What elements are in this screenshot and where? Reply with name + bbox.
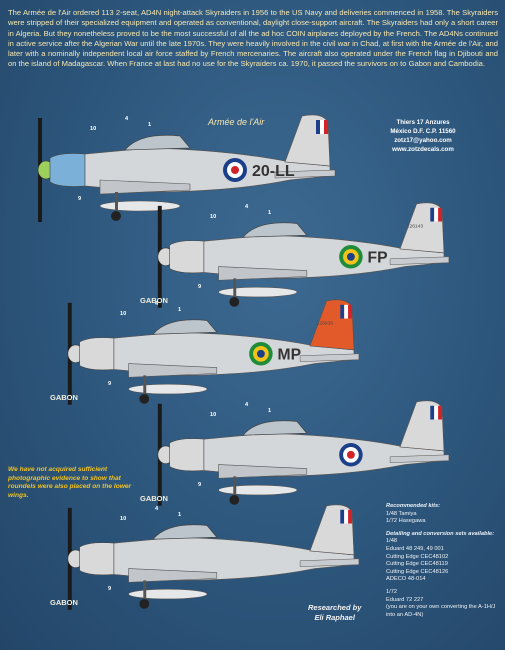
aircraft-code: 20-LL bbox=[252, 163, 295, 180]
scale-label: 1/72 bbox=[386, 588, 398, 595]
stabilizer bbox=[389, 256, 450, 265]
credit-block: Researched by Eli Raphael bbox=[308, 603, 361, 622]
wheel bbox=[229, 296, 240, 307]
contact-block: Thiers 17 Anzures México D.F. C.P. 11560… bbox=[368, 118, 478, 154]
marking-callout: 10 bbox=[120, 516, 127, 522]
marking-callout: 4 bbox=[245, 204, 249, 210]
marking-callout: 10 bbox=[210, 412, 217, 418]
drop-tank bbox=[218, 286, 298, 298]
credit-name: Eli Raphael bbox=[314, 612, 355, 622]
marking-callout: 9 bbox=[198, 284, 202, 290]
marking-callout: 1 bbox=[178, 307, 182, 313]
marking-callout: 9 bbox=[78, 196, 82, 202]
landing-gear bbox=[233, 476, 237, 498]
stabilizer bbox=[274, 169, 336, 179]
wing bbox=[128, 363, 218, 378]
cowling bbox=[49, 153, 86, 187]
wheel bbox=[111, 211, 121, 221]
wheel bbox=[139, 393, 150, 404]
kit-item: 1/48 Tamiya bbox=[386, 510, 417, 517]
cowling bbox=[79, 542, 115, 576]
cowling bbox=[169, 240, 205, 274]
skyraider-profile: MP 126935 bbox=[67, 299, 360, 405]
detail-item: Eduard 48 249, 49 001 bbox=[386, 545, 444, 552]
contact-website: www.zotzdecals.com bbox=[392, 146, 454, 153]
marking-callout: 1 bbox=[178, 512, 182, 518]
contact-city: México D.F. C.P. 11560 bbox=[390, 128, 456, 135]
marking-callout: 4 bbox=[245, 402, 249, 408]
marking-callout: 10 bbox=[90, 126, 97, 132]
rudder-flag bbox=[316, 120, 320, 134]
skyraider-profile: 20-LL bbox=[37, 114, 336, 222]
landing-gear bbox=[143, 375, 147, 397]
wing bbox=[218, 266, 308, 281]
marking-callout: 1 bbox=[148, 122, 152, 128]
landing-gear bbox=[115, 192, 118, 214]
rudder-flag bbox=[340, 304, 345, 319]
marking-callout: 10 bbox=[120, 311, 127, 317]
rudder-flag bbox=[430, 405, 435, 420]
marking-callout: 9 bbox=[198, 482, 202, 488]
drop-tank bbox=[128, 588, 208, 600]
detail-item: ADECO 48-014 bbox=[386, 576, 426, 583]
intro-text: The Armée de l'Air ordered 113 2-seat, A… bbox=[8, 8, 498, 69]
aircraft-code: FP bbox=[368, 250, 388, 267]
marking-callout: 4 bbox=[155, 506, 159, 512]
detail-item: Cutting Edge CEC48126 bbox=[386, 568, 449, 575]
detail-item: Cutting Edge CEC48119 bbox=[386, 561, 448, 568]
contact-email: zotz17@yahoo.com bbox=[394, 137, 452, 144]
canopy bbox=[152, 524, 218, 540]
aircraft-code: MP bbox=[278, 347, 302, 364]
fin-serial: 126143 bbox=[407, 223, 424, 229]
credit-label: Researched by bbox=[308, 603, 362, 612]
landing-gear bbox=[233, 278, 237, 300]
skyraider-profile: FP 126143 bbox=[157, 202, 450, 308]
detail-item: (you are on your own converting the A-1H… bbox=[386, 604, 496, 618]
marking-callout: 1 bbox=[268, 408, 272, 414]
rudder-flag bbox=[340, 509, 345, 524]
wheel bbox=[229, 494, 240, 505]
marking-callout: 9 bbox=[108, 586, 112, 592]
scale-label: 1/48 bbox=[386, 538, 398, 545]
wing bbox=[128, 568, 218, 583]
detail-sets-heading: Detailing and conversion sets available: bbox=[386, 530, 495, 537]
no-evidence-note: We have not acquired sufficient photogra… bbox=[8, 466, 132, 499]
recommended-kits: Recommended kits: 1/48 Tamiya 1/72 Haseg… bbox=[386, 503, 498, 619]
marking-callout: 10 bbox=[210, 214, 217, 220]
armee-caption: Armée de l'Air bbox=[208, 117, 265, 127]
country-label: GABON bbox=[140, 494, 168, 503]
canopy bbox=[152, 319, 218, 335]
kit-item: 1/72 Hasegawa bbox=[386, 518, 426, 525]
country-label: GABON bbox=[140, 296, 168, 305]
skyraider-profile bbox=[157, 400, 450, 506]
rudder-flag bbox=[430, 207, 435, 222]
cowling bbox=[169, 438, 205, 472]
detail-item: Cutting Edge CEC48102 bbox=[386, 553, 449, 560]
stabilizer bbox=[299, 353, 360, 362]
fin-serial: 126935 bbox=[317, 320, 334, 326]
stabilizer bbox=[299, 558, 360, 567]
wheel bbox=[139, 598, 150, 609]
stabilizer bbox=[389, 454, 450, 463]
marking-callout: 1 bbox=[268, 210, 272, 216]
marking-callout: 4 bbox=[125, 116, 129, 122]
drop-tank bbox=[128, 383, 208, 395]
landing-gear bbox=[143, 580, 147, 602]
canopy bbox=[242, 222, 308, 238]
wing bbox=[99, 179, 191, 195]
cowling bbox=[79, 337, 115, 371]
marking-callout: 9 bbox=[108, 381, 112, 387]
contact-address: Thiers 17 Anzures bbox=[396, 119, 450, 126]
drop-tank bbox=[218, 484, 298, 496]
detail-item: Eduard 72 227 bbox=[386, 596, 424, 603]
country-label: GABON bbox=[50, 393, 78, 402]
canopy bbox=[242, 420, 308, 436]
wing bbox=[218, 464, 308, 479]
marking-callout: 4 bbox=[155, 301, 159, 307]
canopy bbox=[124, 134, 191, 151]
country-label: GABON bbox=[50, 598, 78, 607]
recommended-heading: Recommended kits: bbox=[386, 503, 441, 509]
skyraider-profile bbox=[67, 504, 360, 610]
